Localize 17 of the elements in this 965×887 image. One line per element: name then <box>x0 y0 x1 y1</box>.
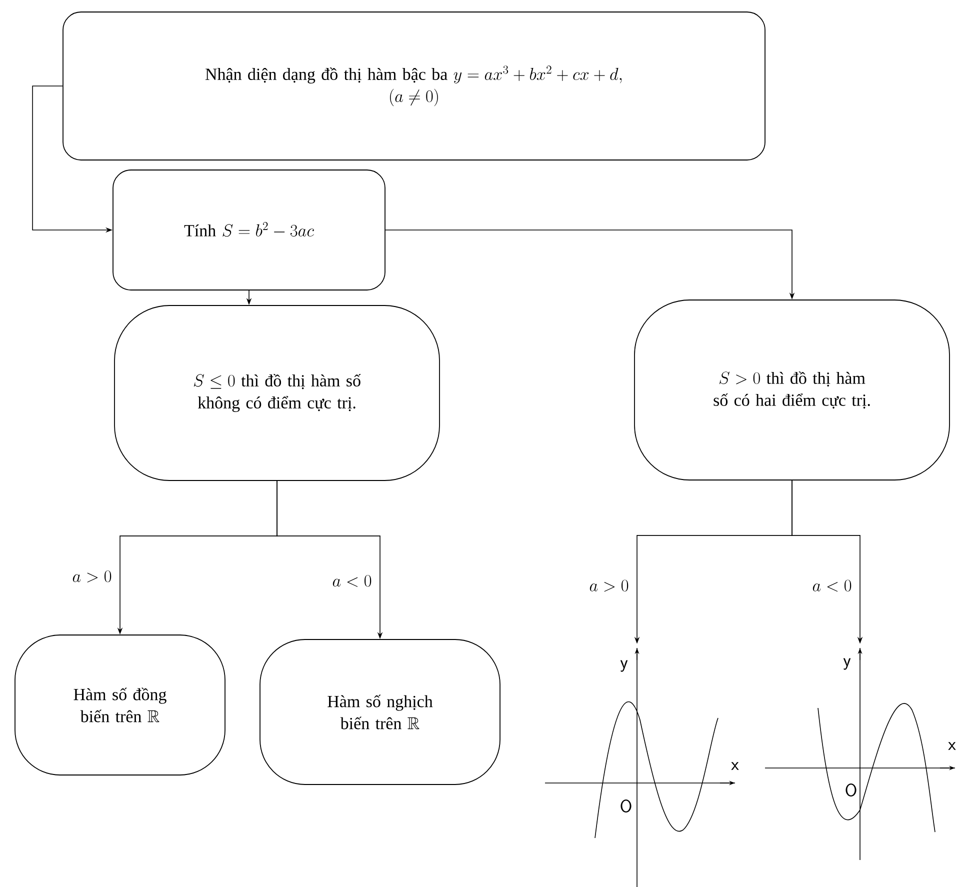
axis-label: x <box>731 762 739 770</box>
edge-label: $a < 0$ <box>812 580 852 592</box>
axis-label: y <box>843 658 851 670</box>
edge-label: $a > 0$ <box>72 570 112 582</box>
process-box: $S > 0$ thì đồ thị hàm số có hai điểm cực trị. <box>634 300 950 480</box>
axis-label: O <box>620 799 632 813</box>
process-box: Hàm số đồng biến trên $\mathbb{R}$ <box>14 634 226 776</box>
edge-label: $a < 0$ <box>332 574 372 587</box>
cubic-graph-drawing <box>764 648 956 860</box>
process-box: Hàm số nghịch biến trên $\mathbb{R}$ <box>260 639 500 785</box>
axis-label: O <box>846 783 856 797</box>
axis-label: x <box>948 742 956 750</box>
axis-label: y <box>620 660 628 672</box>
process-box: Tính $S = b^2 - 3ac$ <box>112 170 386 290</box>
edge-label: $a > 0$ <box>590 580 628 592</box>
process-box: $S \le 0$ thì đồ thị hàm số không có điểm cực trị. <box>114 305 440 481</box>
process-box: Nhận diện dạng đồ thị hàm bậc ba $y = ax^3 + bx^2 + cx + d,$ $(a \neq 0)$ <box>62 12 766 160</box>
